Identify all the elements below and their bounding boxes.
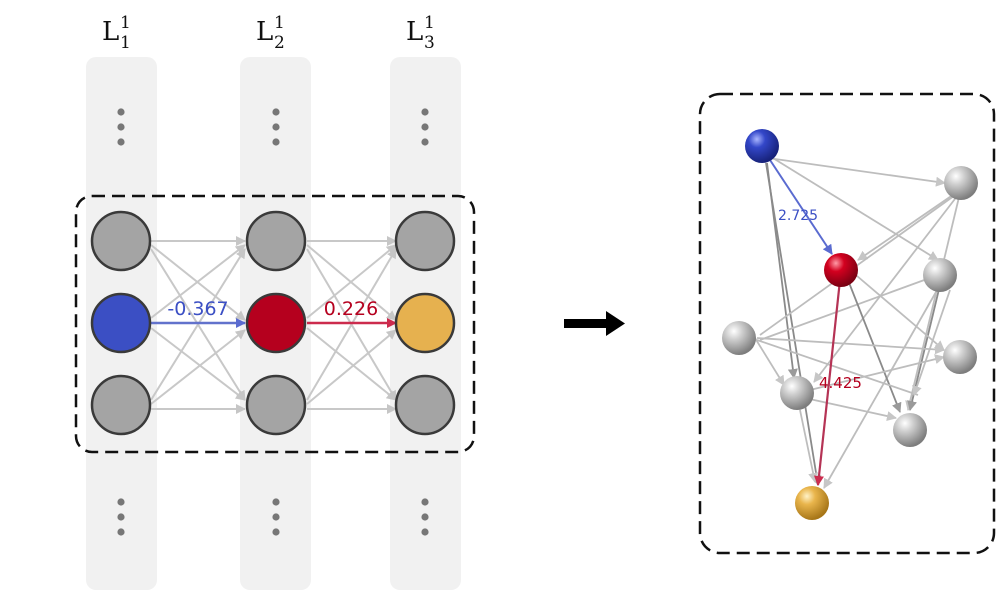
subnetwork-dashed-box [74, 194, 476, 454]
graph-nodes [722, 129, 978, 520]
graph-weight-label-red: 4.425 [819, 374, 862, 392]
vertical-ellipsis-icon [117, 108, 125, 146]
weight-label-blue: -0.367 [167, 298, 228, 320]
neuron-l3-top [394, 210, 456, 272]
layer-label-1-sup: 1 [120, 13, 131, 33]
graph-node-red [824, 253, 858, 287]
neuron-l2-bottom [245, 374, 307, 436]
layer-label-1-base: L [102, 17, 119, 47]
graph-node [722, 321, 756, 355]
neuron-l3-mid [394, 292, 456, 354]
graph-edge-red [813, 279, 842, 486]
weight-label-red: 0.226 [324, 298, 378, 320]
layer-label-2-sup: 1 [274, 13, 285, 33]
graph-edge-blue [769, 159, 833, 255]
vertical-ellipsis-icon [272, 498, 280, 536]
layer-label-3-base: L [406, 17, 423, 47]
vertical-ellipsis-icon [421, 108, 429, 146]
graph-node [893, 413, 927, 447]
graph-node-blue [745, 129, 779, 163]
vertical-ellipsis-icon [421, 498, 429, 536]
graph-node [780, 376, 814, 410]
neuron-l1-mid [90, 292, 152, 354]
neuron-l2-top [245, 210, 307, 272]
graph-dashed-box [698, 92, 996, 555]
layer-label-1: L 1 1 [102, 13, 131, 53]
layer-label-2-base: L [256, 17, 273, 47]
neuron-l1-bottom [90, 374, 152, 436]
layer-label-2-sub: 2 [274, 33, 285, 53]
graph-node [923, 258, 957, 292]
layer-label-3-sup: 1 [424, 13, 435, 33]
graph-node-yellow [795, 486, 829, 520]
graph-node [943, 340, 977, 374]
neuron-l1-top [90, 210, 152, 272]
layer-label-2: L 1 2 [256, 13, 285, 53]
vertical-ellipsis-icon [272, 108, 280, 146]
graph-node [944, 166, 978, 200]
layer-label-1-sub: 1 [120, 33, 131, 53]
graph-edges [754, 154, 961, 489]
layer-label-3-sub: 3 [424, 33, 435, 53]
neuron-nodes [90, 210, 456, 436]
vertical-ellipsis-icon [117, 498, 125, 536]
right-arrow-icon [564, 311, 625, 336]
neuron-l2-mid [245, 292, 307, 354]
network-edges [150, 236, 397, 414]
neuron-l3-bottom [394, 374, 456, 436]
graph-weight-label-blue: 2.725 [778, 208, 818, 224]
layer-label-3: L 1 3 [406, 13, 435, 53]
